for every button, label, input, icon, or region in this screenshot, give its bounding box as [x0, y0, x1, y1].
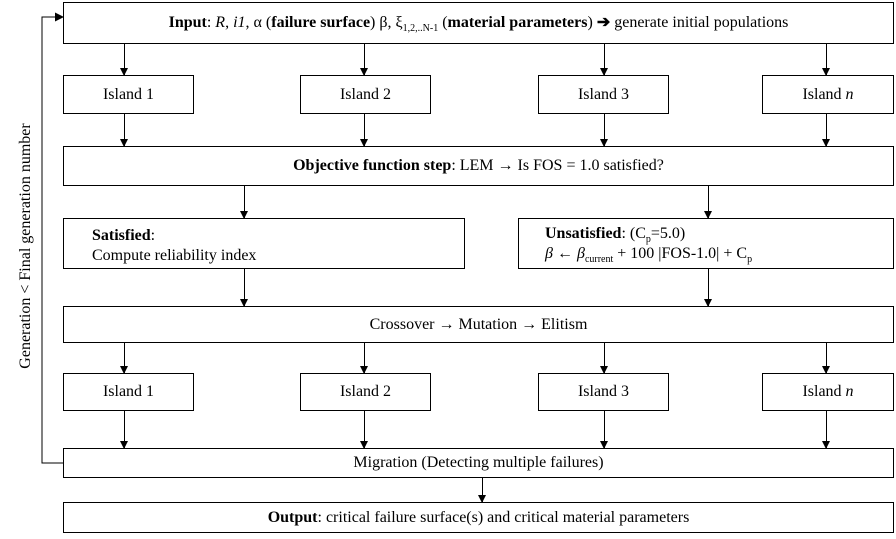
objective-box: Objective function step: LEM → Is FOS = … [63, 146, 894, 186]
arrow-unsatisfied-operators [704, 269, 712, 307]
island-bottom-n: Island n [762, 373, 894, 411]
arrow-objective-unsatisfied [704, 186, 712, 219]
arrow-satisfied-operators [240, 269, 248, 307]
island-bottom-1: Island 1 [63, 373, 194, 411]
arrow-input-island-2 [360, 44, 368, 76]
operators-box: Crossover → Mutation → Elitism [63, 306, 894, 343]
island-top-2: Island 2 [300, 75, 431, 114]
arrow-island-3-migration [600, 411, 608, 449]
arrow-input-island-n [822, 44, 830, 76]
arrow-island-1-objective [120, 114, 128, 147]
island-top-n: Island n [762, 75, 894, 114]
unsatisfied-box: Unsatisfied: (Cp=5.0) β ← βcurrent + 100… [518, 218, 894, 269]
island-top-1: Island 1 [63, 75, 194, 114]
arrow-island-n-migration [822, 411, 830, 449]
island-bottom-2: Island 2 [300, 373, 431, 411]
arrow-migration-output [478, 478, 486, 503]
arrow-input-island-1 [120, 44, 128, 76]
input-box: Input: R, i1, α (failure surface) β, ξ1,… [63, 2, 894, 44]
output-box: Output: critical failure surface(s) and … [63, 502, 894, 533]
migration-box: Migration (Detecting multiple failures) [63, 448, 894, 478]
arrow-objective-satisfied [240, 186, 248, 219]
arrow-operators-island-2 [360, 343, 368, 374]
arrow-operators-island-1 [120, 343, 128, 374]
arrow-island-1-migration [120, 411, 128, 449]
arrow-operators-island-3 [600, 343, 608, 374]
arrow-operators-island-n [822, 343, 830, 374]
arrow-input-island-3 [600, 44, 608, 76]
satisfied-box: Satisfied: Compute reliability index [63, 218, 465, 269]
arrow-island-2-migration [360, 411, 368, 449]
arrow-island-3-objective [600, 114, 608, 147]
island-top-3: Island 3 [538, 75, 669, 114]
arrow-island-n-objective [822, 114, 830, 147]
arrow-island-2-objective [360, 114, 368, 147]
island-bottom-3: Island 3 [538, 373, 669, 411]
